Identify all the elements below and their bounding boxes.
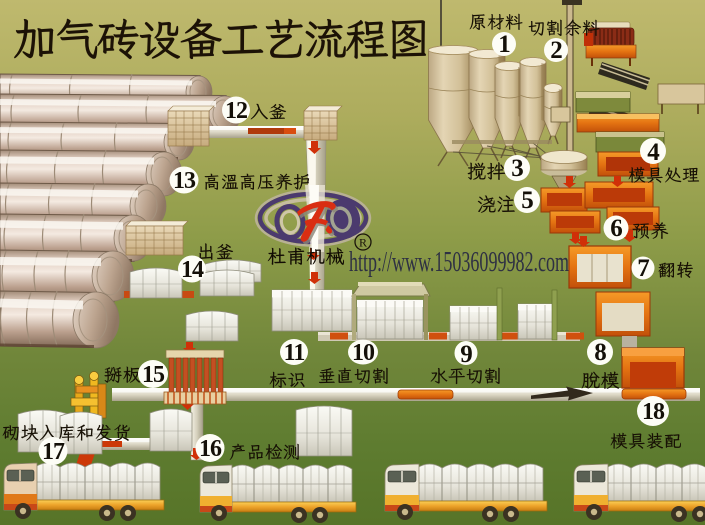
svg-text:11: 11 <box>284 340 305 366</box>
svg-text:1: 1 <box>498 31 510 58</box>
svg-text:6: 6 <box>610 215 622 242</box>
svg-text:http://www.15036099982.com: http://www.15036099982.com <box>349 247 569 278</box>
svg-text:8: 8 <box>594 339 606 366</box>
svg-text:14: 14 <box>181 257 204 283</box>
svg-text:4: 4 <box>647 139 660 166</box>
svg-text:12: 12 <box>225 98 247 124</box>
svg-text:13: 13 <box>173 168 196 194</box>
svg-text:9: 9 <box>460 341 472 368</box>
svg-text:5: 5 <box>521 187 533 214</box>
svg-text:16: 16 <box>199 436 222 462</box>
svg-text:2: 2 <box>550 37 562 64</box>
svg-text:15: 15 <box>142 362 165 388</box>
svg-text:3: 3 <box>511 155 523 182</box>
svg-text:17: 17 <box>42 439 65 465</box>
svg-text:18: 18 <box>642 399 665 425</box>
svg-text:10: 10 <box>352 340 375 366</box>
svg-text:R: R <box>359 236 367 250</box>
svg-text:7: 7 <box>637 255 649 282</box>
